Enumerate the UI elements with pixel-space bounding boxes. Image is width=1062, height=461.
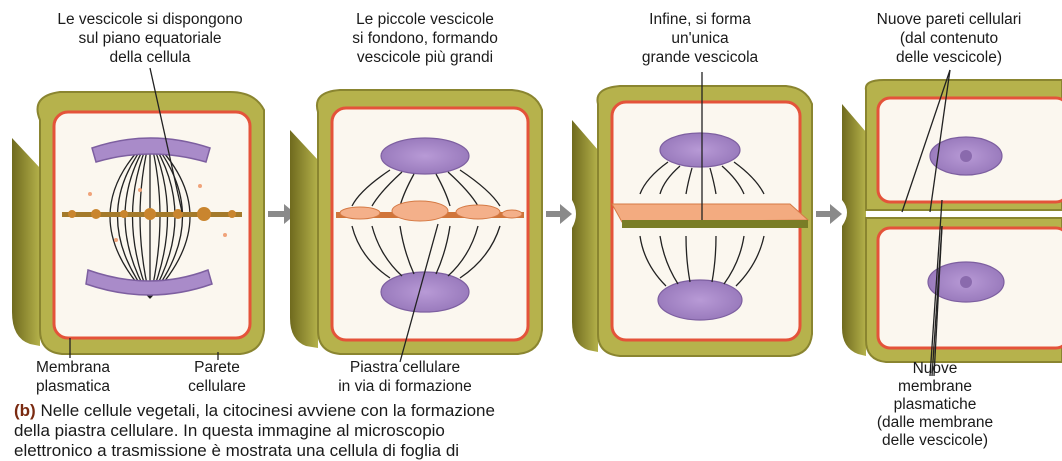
nucleus-top — [381, 138, 469, 174]
large-vesicle — [612, 204, 808, 222]
cell-2-vesicles-fusing — [290, 90, 542, 362]
label-step3: Infine, si forma un'unica grande vescico… — [590, 10, 810, 67]
nucleus-bottom — [381, 272, 469, 312]
label-plate: Piastra cellulare in via di formazione — [310, 358, 500, 396]
label-step4: Nuove pareti cellulari (dal contenuto de… — [836, 10, 1062, 67]
figure-caption: (b) Nelle cellule vegetali, la citocines… — [14, 401, 774, 461]
arrow-3-icon — [816, 204, 842, 224]
label-wall: Parete cellulare — [176, 358, 258, 396]
cell-plate — [622, 220, 808, 228]
label-new-membranes: Nuove membrane plasmatiche (dalle membra… — [855, 360, 1015, 450]
label-step1: Le vescicole si dispongono sul piano equ… — [0, 10, 300, 67]
nucleus-bottom-3 — [658, 280, 742, 320]
caption-line-3: elettronico a trasmissione è mostrata un… — [14, 441, 774, 461]
cell-4-daughter-cells — [842, 70, 1062, 376]
cell-3-single-vesicle — [572, 72, 812, 356]
caption-line-2: della piastra cellulare. In questa immag… — [14, 421, 774, 441]
arrow-2-icon — [546, 204, 572, 224]
cell-1-vesicles-aligning — [12, 68, 264, 360]
nucleus-top-3 — [660, 133, 740, 167]
caption-line-1: (b) Nelle cellule vegetali, la citocines… — [14, 401, 774, 421]
label-membrane: Membrana plasmatica — [28, 358, 118, 396]
label-step2: Le piccole vescicole si fondono, formand… — [300, 10, 550, 67]
